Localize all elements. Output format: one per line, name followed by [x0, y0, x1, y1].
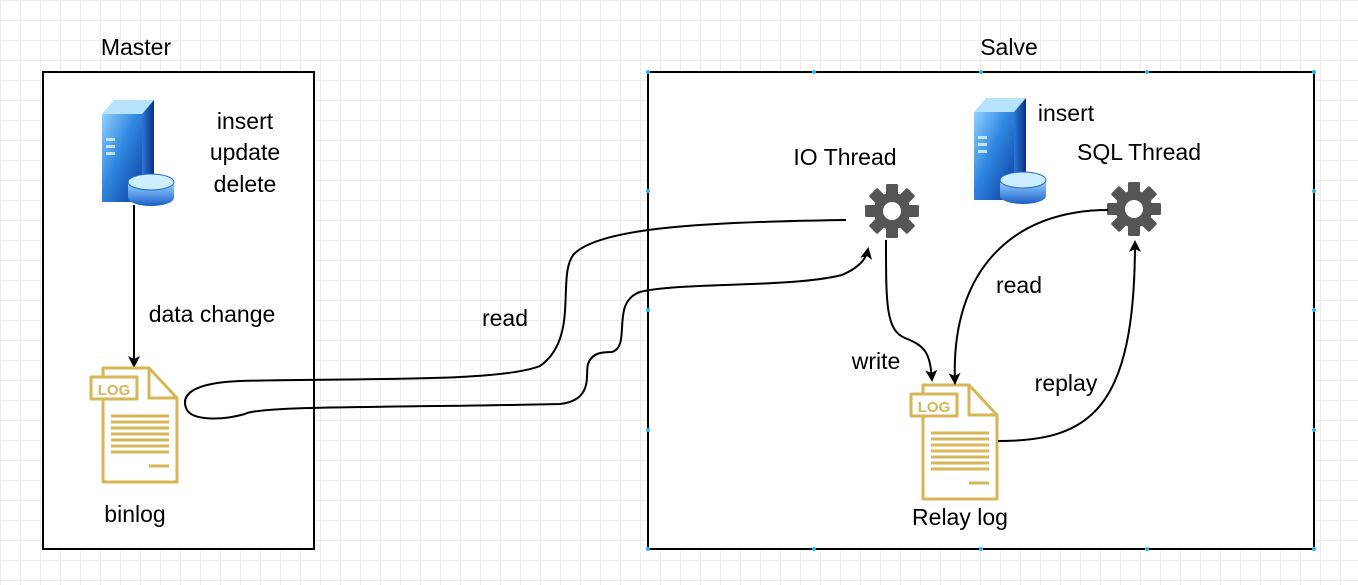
binlog-read-edge-lower[interactable]	[244, 247, 873, 415]
binlog-label: binlog	[104, 501, 165, 527]
master-op-delete: delete	[214, 171, 277, 197]
master-op-update: update	[210, 139, 280, 165]
io-thread-label: IO Thread	[793, 144, 896, 170]
sql-thread-gear-icon[interactable]	[1107, 182, 1161, 236]
sql-read-edge[interactable]	[948, 209, 1109, 385]
master-title: Master	[101, 34, 172, 60]
data-change-label: data change	[149, 301, 276, 327]
slave-box-handles	[646, 70, 1316, 551]
sql-thread-label: SQL Thread	[1077, 139, 1201, 165]
master-box[interactable]	[42, 71, 315, 550]
binlog-read-edge-upper[interactable]	[184, 219, 847, 420]
master-op-insert: insert	[217, 108, 274, 134]
slave-insert-label: insert	[1038, 100, 1095, 126]
relay-log-icon-text: LOG	[918, 399, 951, 416]
io-thread-gear-icon[interactable]	[865, 184, 919, 238]
binlog-icon-text: LOG	[98, 382, 131, 399]
replay-label: replay	[1035, 370, 1098, 396]
relay-log-label: Relay log	[912, 504, 1008, 530]
replay-edge[interactable]	[997, 240, 1141, 442]
binlog-icon[interactable]: LOG	[89, 366, 179, 484]
binlog-read-label: read	[482, 305, 528, 331]
relay-log-icon[interactable]: LOG	[909, 383, 999, 501]
master-panel[interactable]	[42, 71, 315, 550]
slave-title: Salve	[980, 34, 1038, 60]
sql-read-label: read	[996, 272, 1042, 298]
io-write-edge[interactable]	[885, 239, 938, 382]
io-write-label: write	[851, 348, 901, 374]
